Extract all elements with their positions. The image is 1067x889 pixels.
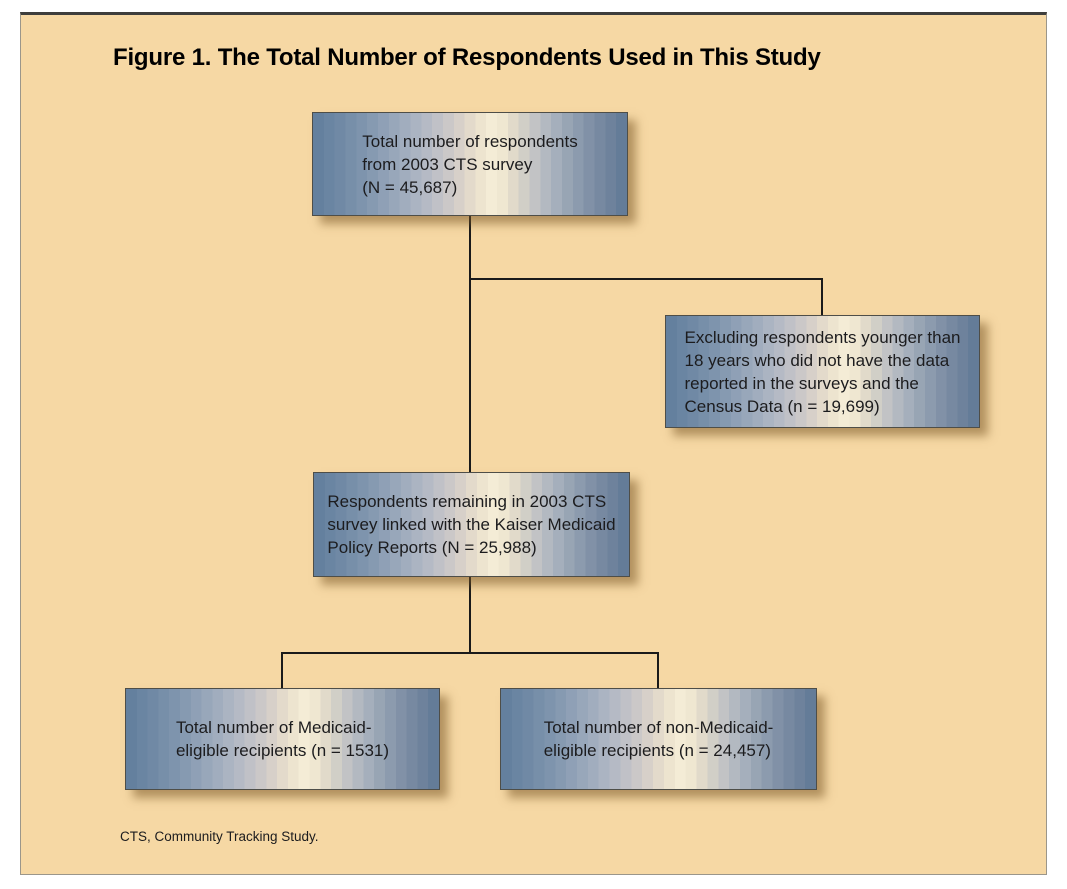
flow-node-excluded-respondents: Excluding respondents younger than 18 ye…: [665, 315, 980, 428]
text-line: eligible recipients (n = 24,457): [543, 741, 771, 760]
text-line: Excluding respondents younger than: [684, 327, 961, 347]
flow-node-text: Total number of Medicaid- eligible recip…: [176, 716, 389, 762]
text-line: from 2003 CTS survey: [362, 154, 533, 174]
connector-remaining-to-split: [469, 577, 471, 654]
text-line: Total number of Medicaid-: [175, 718, 372, 737]
figure-title: Figure 1. The Total Number of Respondent…: [113, 44, 821, 71]
text-line: Census Data (n = 19,699): [684, 396, 880, 416]
text-line: eligible recipients (n = 1531): [175, 741, 390, 760]
flow-node-medicaid-eligible: Total number of Medicaid- eligible recip…: [125, 688, 440, 790]
text-line: 18 years who did not have the data: [684, 350, 950, 370]
flow-node-total-respondents: Total number of respondents from 2003 CT…: [312, 112, 628, 216]
text-line: Total number of non-Medicaid-: [543, 718, 774, 737]
text-line: Respondents remaining in 2003 CTS: [327, 492, 607, 511]
text-line: (N = 45,687): [362, 177, 458, 197]
text-line: reported in the surveys and the: [684, 373, 919, 393]
connector-split-horizontal: [281, 652, 659, 654]
flow-node-remaining-respondents: Respondents remaining in 2003 CTS survey…: [313, 472, 630, 577]
figure-footnote: CTS, Community Tracking Study.: [120, 829, 319, 844]
text-line: Total number of respondents: [362, 131, 578, 151]
connector-split-to-non-medicaid: [657, 652, 659, 688]
text-line: survey linked with the Kaiser Medicaid: [327, 515, 616, 534]
connector-branch-to-excluded-horizontal: [469, 278, 823, 280]
flow-node-text: Excluding respondents younger than 18 ye…: [685, 326, 961, 418]
flow-node-text: Respondents remaining in 2003 CTS survey…: [327, 490, 615, 559]
connector-split-to-medicaid: [281, 652, 283, 688]
flow-node-text: Total number of respondents from 2003 CT…: [362, 130, 577, 199]
flow-node-text: Total number of non-Medicaid- eligible r…: [544, 716, 774, 762]
flow-node-non-medicaid-eligible: Total number of non-Medicaid- eligible r…: [500, 688, 817, 790]
connector-branch-to-excluded-vertical: [821, 278, 823, 315]
text-line: Policy Reports (N = 25,988): [327, 538, 537, 557]
connector-total-to-remaining: [469, 216, 471, 472]
